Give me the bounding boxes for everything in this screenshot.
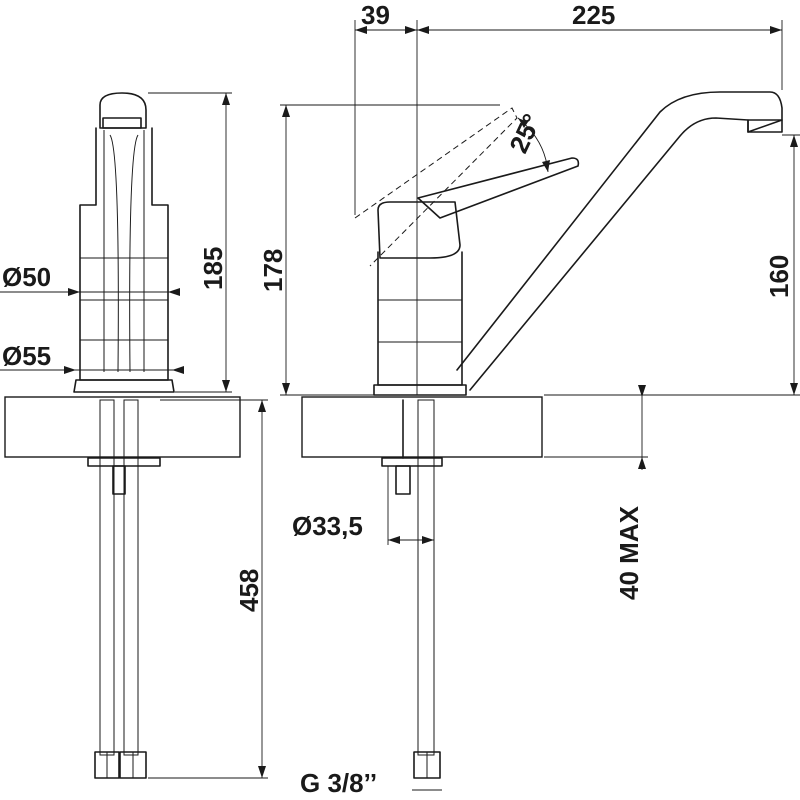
front-view-hoses bbox=[87, 399, 161, 779]
dim-side-height: 178 bbox=[258, 249, 288, 292]
dim-top-left-width: 39 bbox=[361, 0, 390, 30]
dim-front-height: 185 bbox=[198, 247, 228, 290]
dim-mount-hole: Ø33,5 bbox=[292, 511, 363, 541]
countertop-side bbox=[301, 396, 543, 458]
dim-top-reach: 225 bbox=[572, 0, 615, 30]
countertop-front bbox=[4, 396, 241, 458]
dim-base-diameter-lower: Ø55 bbox=[2, 341, 51, 371]
side-view-dimensions bbox=[280, 20, 800, 791]
dim-counter-thickness: 40 MAX bbox=[614, 505, 644, 600]
dim-lever-angle: 25° bbox=[503, 109, 547, 157]
dim-thread: G 3/8’’ bbox=[300, 768, 377, 798]
dim-hose-length: 458 bbox=[234, 569, 264, 612]
front-view-dimensions bbox=[0, 92, 268, 779]
dim-spout-height: 160 bbox=[764, 255, 794, 298]
front-view-faucet bbox=[73, 92, 175, 393]
dim-base-diameter-upper: Ø50 bbox=[2, 262, 51, 292]
side-view-hose bbox=[381, 399, 443, 779]
side-view-faucet bbox=[354, 91, 783, 396]
